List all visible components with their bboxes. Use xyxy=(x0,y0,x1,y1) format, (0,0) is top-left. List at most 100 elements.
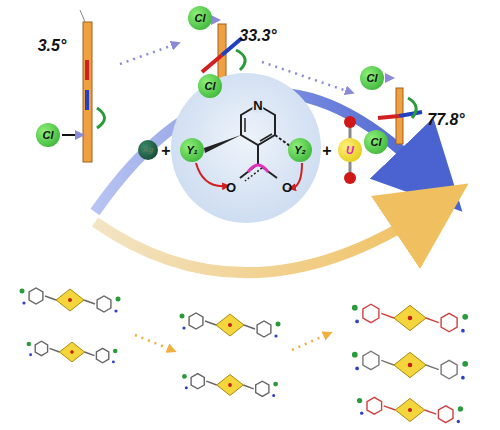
coordination-polyhedron xyxy=(394,352,426,377)
cl-atom xyxy=(352,305,358,311)
atom-label: O xyxy=(226,181,236,194)
aromatic-ring xyxy=(35,341,47,355)
linker-bond xyxy=(85,352,95,356)
angle-label: 3.5° xyxy=(38,38,67,54)
coordination-polyhedron xyxy=(395,398,424,421)
atom-label: Y₁ xyxy=(186,145,197,156)
atom-label: O xyxy=(282,181,292,194)
n-atom xyxy=(274,334,277,337)
n-atom xyxy=(355,367,359,371)
atom-ball: Y₂ xyxy=(288,138,312,162)
atom-label: Y₂ xyxy=(294,145,306,156)
angle-guide xyxy=(80,10,85,22)
atom-label: Cl xyxy=(195,13,206,24)
cl-atom xyxy=(458,406,463,411)
cl-atom xyxy=(113,349,118,354)
carboxyl-bond xyxy=(85,60,89,80)
n-atom xyxy=(22,301,25,304)
n-atom xyxy=(272,394,275,397)
cl-atom xyxy=(27,342,32,347)
linker-bond xyxy=(244,325,255,329)
linker-bond xyxy=(426,365,439,370)
aromatic-ring xyxy=(191,374,204,389)
atom-label: Cl xyxy=(367,73,378,84)
linker-bond xyxy=(45,296,56,300)
atom-ball: Cl xyxy=(188,6,212,30)
n-atom xyxy=(29,353,32,356)
linker-bond xyxy=(425,410,437,414)
cl-atom xyxy=(352,352,358,358)
n-atom xyxy=(355,320,359,324)
n-atom xyxy=(461,329,465,333)
atom-label: Cl xyxy=(43,130,54,141)
linker-bond xyxy=(50,348,60,352)
coordination-polyhedron xyxy=(394,305,426,330)
cl-atom xyxy=(357,398,362,403)
linker-bond xyxy=(205,321,216,325)
cl-atom xyxy=(180,314,185,319)
cl-atom xyxy=(462,314,468,320)
metal-center xyxy=(68,298,72,302)
metal-center xyxy=(408,408,412,412)
atom-label: U xyxy=(346,145,354,156)
linker-bond xyxy=(381,360,394,365)
dotted-arrow xyxy=(120,44,176,64)
rotation-arrow xyxy=(236,50,245,70)
n-atom xyxy=(457,420,460,423)
carboxyl-bond xyxy=(378,116,399,118)
aromatic-ring xyxy=(363,304,379,322)
linker-bond xyxy=(243,385,253,389)
dotted-arrow xyxy=(292,334,328,350)
cl-atom xyxy=(276,322,281,327)
ligand-circle: NOOY₁Y₂ xyxy=(171,73,321,223)
metal-center xyxy=(228,323,232,327)
n-bond xyxy=(85,90,89,110)
plus-sign: + xyxy=(161,143,170,159)
atom-ball: Cl xyxy=(364,130,388,154)
metal-center xyxy=(408,316,413,321)
coordination-polyhedron xyxy=(217,375,244,396)
rotation-arrow xyxy=(97,108,105,128)
angle-label: 77.8° xyxy=(427,112,465,128)
cl-atom xyxy=(462,361,468,367)
coordination-polyhedron xyxy=(56,289,84,311)
metal-center xyxy=(408,363,413,368)
pointer-arrow xyxy=(62,134,80,136)
aromatic-ring xyxy=(256,381,269,396)
angle-label: 33.3° xyxy=(239,28,277,44)
ring-bond xyxy=(222,38,242,55)
atom-ball: Y₁ xyxy=(180,138,204,162)
atom-ball: U xyxy=(338,138,362,162)
coordination-polyhedron xyxy=(59,342,84,362)
atom-ball: Cl xyxy=(360,66,384,90)
ring-edge xyxy=(83,22,92,162)
atom-label: Cl xyxy=(205,81,216,92)
atom-ball: Ag xyxy=(138,140,158,160)
linker-bond xyxy=(84,300,95,304)
aromatic-ring xyxy=(257,321,271,337)
aromatic-ring xyxy=(367,397,382,414)
cl-atom xyxy=(116,297,121,302)
cl-atom xyxy=(20,289,25,294)
aromatic-ring xyxy=(189,313,203,329)
n-atom xyxy=(461,376,465,380)
atom-ball: Cl xyxy=(198,74,222,98)
aromatic-ring xyxy=(441,360,457,378)
carboxyl-bond xyxy=(202,55,222,72)
plus-sign: + xyxy=(322,143,331,159)
aromatic-ring xyxy=(96,348,108,362)
atom-label: Cl xyxy=(371,137,382,148)
aromatic-ring xyxy=(97,296,111,312)
n-atom xyxy=(114,309,117,312)
n-atom xyxy=(360,411,363,414)
metal-center xyxy=(70,350,74,354)
aromatic-ring xyxy=(363,351,379,369)
crystal-structures xyxy=(20,288,469,423)
n-atom xyxy=(185,386,188,389)
ring-edge xyxy=(396,88,403,144)
oxo-atom xyxy=(344,116,356,128)
oxo-atom xyxy=(344,172,356,184)
atom-ball: Cl xyxy=(36,123,60,147)
aromatic-ring xyxy=(438,406,453,423)
aromatic-ring xyxy=(441,313,457,331)
